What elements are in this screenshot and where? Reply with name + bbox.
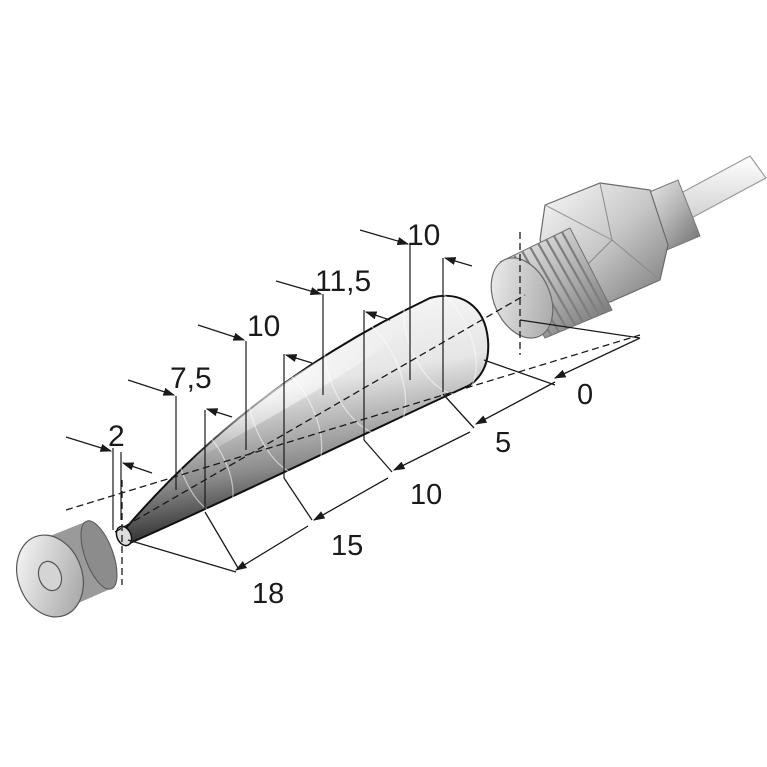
- width-labels: 2 7,5 10 11,5 10: [108, 219, 440, 453]
- proximity-sensor-icon: [490, 179, 701, 339]
- width-label-d: 10: [407, 219, 440, 252]
- width-extension-lines: [112, 244, 444, 530]
- target-disc-icon: [16, 520, 118, 618]
- distance-label-15: 15: [331, 530, 363, 562]
- width-dimension-lines: [65, 229, 473, 474]
- width-label-tip: 2: [108, 420, 125, 453]
- width-label-c: 11,5: [315, 265, 371, 298]
- width-label-b: 10: [247, 310, 280, 343]
- distance-label-0: 0: [577, 379, 593, 411]
- distance-labels: 0 5 10 15 18: [252, 379, 593, 610]
- width-label-a: 7,5: [170, 362, 212, 395]
- detection-cone: [115, 285, 490, 547]
- distance-label-5: 5: [495, 427, 511, 459]
- center-axis: [65, 232, 641, 585]
- distance-dimension-lines: [127, 319, 641, 573]
- distance-label-18: 18: [252, 578, 284, 610]
- distance-label-10: 10: [410, 479, 442, 511]
